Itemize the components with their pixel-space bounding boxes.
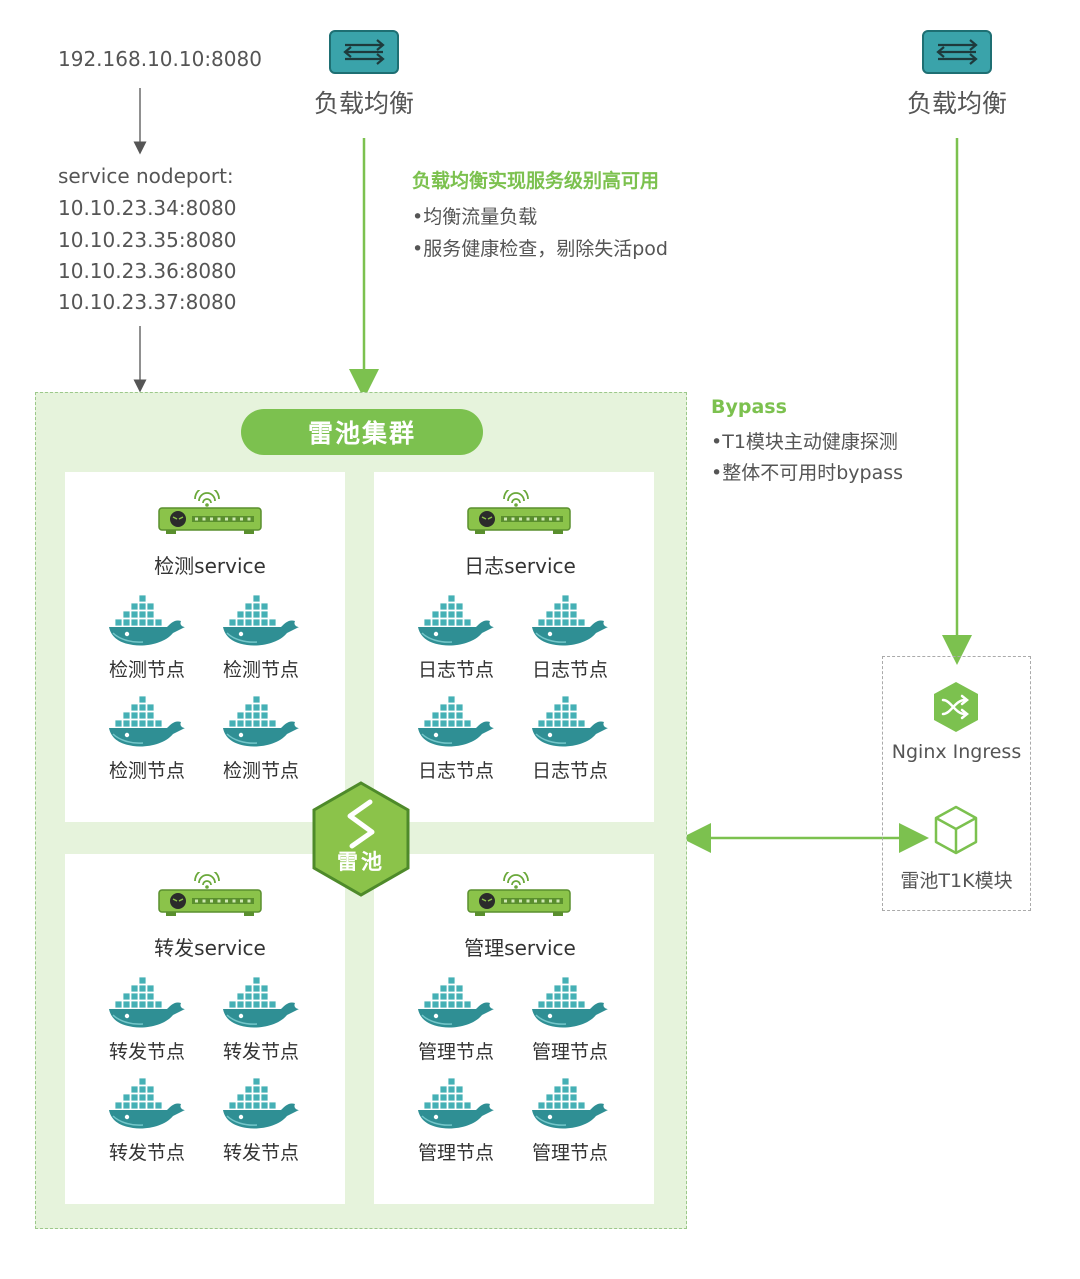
- nodeport-address: 10.10.23.36:8080: [58, 259, 237, 283]
- docker-whale-icon: [416, 589, 496, 653]
- node-label: 管理节点: [417, 1142, 494, 1164]
- node-label: 管理节点: [531, 1142, 608, 1164]
- node-label: 转发节点: [222, 1041, 299, 1063]
- docker-whale-icon: [107, 589, 187, 653]
- cluster-title: 雷池集群: [241, 409, 483, 455]
- docker-whale-icon: [221, 971, 301, 1035]
- nodeport-address: 10.10.23.34:8080: [58, 196, 237, 220]
- docker-whale-icon: [530, 971, 610, 1035]
- node-label: 日志节点: [417, 760, 494, 782]
- docker-whale-icon: [107, 1072, 187, 1136]
- bypass-note-item: •T1模块主动健康探测: [711, 431, 898, 453]
- lb-note-title: 负载均衡实现服务级别高可用: [412, 170, 660, 192]
- docker-whale-icon: [530, 1072, 610, 1136]
- docker-whale-icon: [416, 1072, 496, 1136]
- service-label: 管理service: [464, 936, 576, 960]
- nginx-ingress-icon: [934, 682, 978, 732]
- lb-note-item: •服务健康检查，剔除失活pod: [412, 238, 668, 260]
- load-balancer-icon: [922, 30, 992, 74]
- bypass-note-item: •整体不可用时bypass: [711, 462, 904, 484]
- bypass-note-title: Bypass: [711, 396, 787, 418]
- service-label: 检测service: [154, 554, 266, 578]
- docker-whale-icon: [107, 690, 187, 754]
- client-address: 192.168.10.10:8080: [58, 47, 262, 71]
- docker-whale-icon: [416, 971, 496, 1035]
- node-label: 日志节点: [531, 659, 608, 681]
- docker-whale-icon: [221, 589, 301, 653]
- node-label: 检测节点: [108, 659, 185, 681]
- node-label: 转发节点: [108, 1142, 185, 1164]
- service-label: 转发service: [154, 936, 266, 960]
- nodeport-title: service nodeport:: [58, 164, 234, 188]
- safeline-logo-icon: [312, 781, 410, 897]
- node-label: 日志节点: [417, 659, 494, 681]
- docker-whale-icon: [530, 589, 610, 653]
- nginx-ingress-label: Nginx Ingress: [891, 741, 1022, 763]
- module-cube-icon: [934, 805, 978, 855]
- node-label: 检测节点: [108, 760, 185, 782]
- docker-whale-icon: [221, 690, 301, 754]
- ingress-module-box: [882, 656, 1031, 911]
- nodeport-address: 10.10.23.35:8080: [58, 228, 237, 252]
- router-icon: [467, 868, 571, 922]
- lb-note-item: •均衡流量负载: [412, 206, 538, 228]
- module-label: 雷池T1K模块: [900, 870, 1013, 892]
- nodeport-address: 10.10.23.37:8080: [58, 290, 237, 314]
- service-label: 日志service: [464, 554, 576, 578]
- router-icon: [158, 868, 262, 922]
- node-label: 管理节点: [417, 1041, 494, 1063]
- node-label: 日志节点: [531, 760, 608, 782]
- docker-whale-icon: [530, 690, 610, 754]
- center-badge-label: 雷池: [337, 850, 385, 874]
- node-label: 检测节点: [222, 760, 299, 782]
- node-label: 检测节点: [222, 659, 299, 681]
- node-label: 转发节点: [108, 1041, 185, 1063]
- load-balancer-label: 负载均衡: [906, 89, 1007, 118]
- docker-whale-icon: [221, 1072, 301, 1136]
- docker-whale-icon: [416, 690, 496, 754]
- router-icon: [467, 486, 571, 540]
- load-balancer-label: 负载均衡: [313, 89, 414, 118]
- node-label: 管理节点: [531, 1041, 608, 1063]
- load-balancer-icon: [329, 30, 399, 74]
- docker-whale-icon: [107, 971, 187, 1035]
- router-icon: [158, 486, 262, 540]
- node-label: 转发节点: [222, 1142, 299, 1164]
